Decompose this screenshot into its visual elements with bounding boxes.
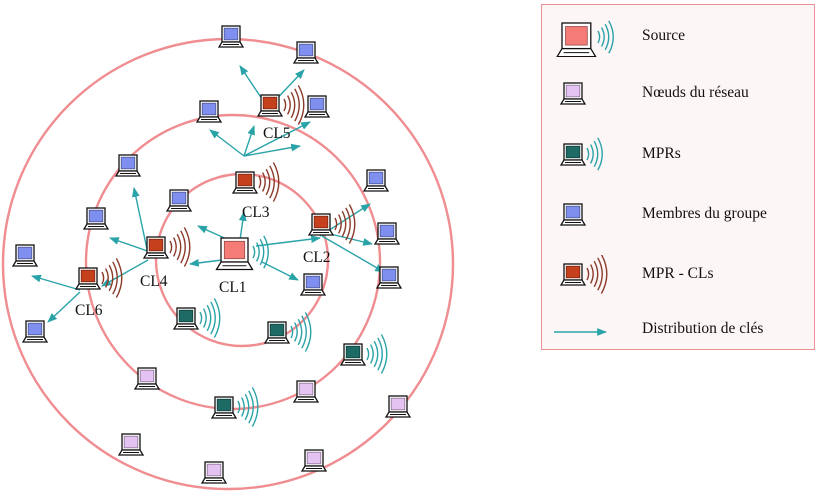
legend-item-distribution: Distribution de clés bbox=[542, 310, 816, 350]
mpr-cl-node-cl6 bbox=[74, 267, 102, 290]
signal-waves-icon bbox=[586, 255, 608, 294]
key-distribution-arrow bbox=[243, 121, 311, 157]
key-distribution-arrow bbox=[101, 259, 149, 287]
legend-label-nodes: Nœuds du réseau bbox=[642, 84, 749, 101]
mpr-node bbox=[172, 307, 200, 330]
group-member-node bbox=[165, 189, 193, 212]
mpr-icon bbox=[559, 137, 603, 171]
legend-label-distribution: Distribution de clés bbox=[642, 320, 764, 337]
group-member-glyph bbox=[559, 203, 587, 226]
legend-item-mprs: MPRs bbox=[542, 135, 816, 175]
group-member-node bbox=[195, 100, 223, 123]
legend-label-mpr-cls: MPR - CLs bbox=[642, 265, 714, 282]
group-member-node bbox=[303, 95, 331, 118]
legend-item-source: Source bbox=[542, 17, 816, 57]
network-node-glyph bbox=[559, 82, 587, 105]
key-distribution-arrow bbox=[31, 274, 81, 291]
network-node bbox=[300, 449, 328, 472]
network-node bbox=[117, 433, 145, 456]
mpr-cl-node-cl3 bbox=[231, 171, 259, 194]
label-cl4: CL4 bbox=[140, 273, 168, 290]
legend-label-members: Membres du groupe bbox=[642, 205, 767, 222]
network-node bbox=[292, 380, 320, 403]
group-member-node bbox=[82, 207, 110, 230]
mpr-node bbox=[339, 343, 367, 366]
group-member-node bbox=[362, 169, 390, 192]
legend-item-members: Membres du groupe bbox=[542, 195, 816, 235]
key-distribution-arrow bbox=[238, 211, 247, 241]
network-node-icon bbox=[559, 82, 587, 105]
signal-waves-icon bbox=[252, 235, 269, 269]
label-cl3: CL3 bbox=[242, 204, 270, 221]
signal-waves-icon bbox=[334, 204, 356, 244]
mpr-cl-node-cl4 bbox=[142, 236, 170, 259]
group-member-node bbox=[11, 244, 39, 267]
signal-waves-icon bbox=[258, 162, 280, 202]
key-distribution-arrow bbox=[321, 235, 385, 273]
key-distribution-arrow bbox=[47, 291, 81, 323]
signal-waves-icon bbox=[237, 387, 259, 427]
source-node bbox=[215, 237, 254, 271]
legend-item-mpr-cls: MPR - CLs bbox=[542, 255, 816, 295]
signal-waves-icon bbox=[101, 258, 123, 298]
mpr-cl-node-cl2 bbox=[307, 213, 335, 236]
arrow-icon bbox=[554, 328, 607, 336]
group-member-node bbox=[292, 41, 320, 64]
network-node bbox=[200, 461, 228, 484]
signal-waves-icon bbox=[366, 334, 388, 374]
key-distribution-arrow bbox=[261, 261, 299, 281]
mpr-node bbox=[210, 396, 238, 419]
label-cl6: CL6 bbox=[75, 302, 103, 319]
key-distribution-arrow bbox=[243, 143, 301, 157]
key-distribution-arrow bbox=[209, 129, 245, 157]
group-member-node bbox=[375, 266, 403, 289]
legend: Source Nœuds du réseau MPRs Membres du g… bbox=[541, 4, 815, 350]
mpr-glyph bbox=[559, 143, 587, 166]
signal-waves-icon bbox=[283, 85, 305, 125]
signal-waves-icon bbox=[169, 227, 191, 267]
network-node bbox=[384, 395, 412, 418]
mpr-node bbox=[263, 321, 291, 344]
group-member-node bbox=[299, 273, 327, 296]
group-member-node bbox=[373, 222, 401, 245]
legend-item-nodes: Nœuds du réseau bbox=[542, 74, 816, 114]
label-cl1: CL1 bbox=[219, 279, 247, 296]
label-cl2: CL2 bbox=[303, 249, 331, 266]
mpr-cl-node-cl5 bbox=[256, 94, 284, 117]
mpr-cl-glyph bbox=[559, 263, 587, 286]
group-member-node bbox=[21, 320, 49, 343]
group-member-node bbox=[217, 25, 245, 48]
signal-waves-icon bbox=[199, 298, 221, 338]
source-laptop-glyph bbox=[556, 22, 597, 57]
key-distribution-arrow bbox=[243, 125, 255, 157]
signal-waves-icon bbox=[290, 312, 312, 352]
signal-waves-icon bbox=[586, 137, 603, 171]
key-distribution-arrow bbox=[131, 187, 149, 255]
network-nodes bbox=[11, 25, 412, 484]
legend-label-source: Source bbox=[642, 27, 686, 44]
label-cl5: CL5 bbox=[263, 125, 291, 142]
legend-label-mprs: MPRs bbox=[642, 145, 681, 162]
mpr-cl-icon bbox=[559, 255, 608, 294]
network-node bbox=[133, 367, 161, 390]
key-distribution-arrow bbox=[189, 259, 223, 267]
group-member-node bbox=[114, 154, 142, 177]
signal-waves-icon bbox=[597, 20, 614, 54]
group-member-icon bbox=[559, 203, 587, 226]
source-laptop-icon bbox=[556, 20, 614, 57]
